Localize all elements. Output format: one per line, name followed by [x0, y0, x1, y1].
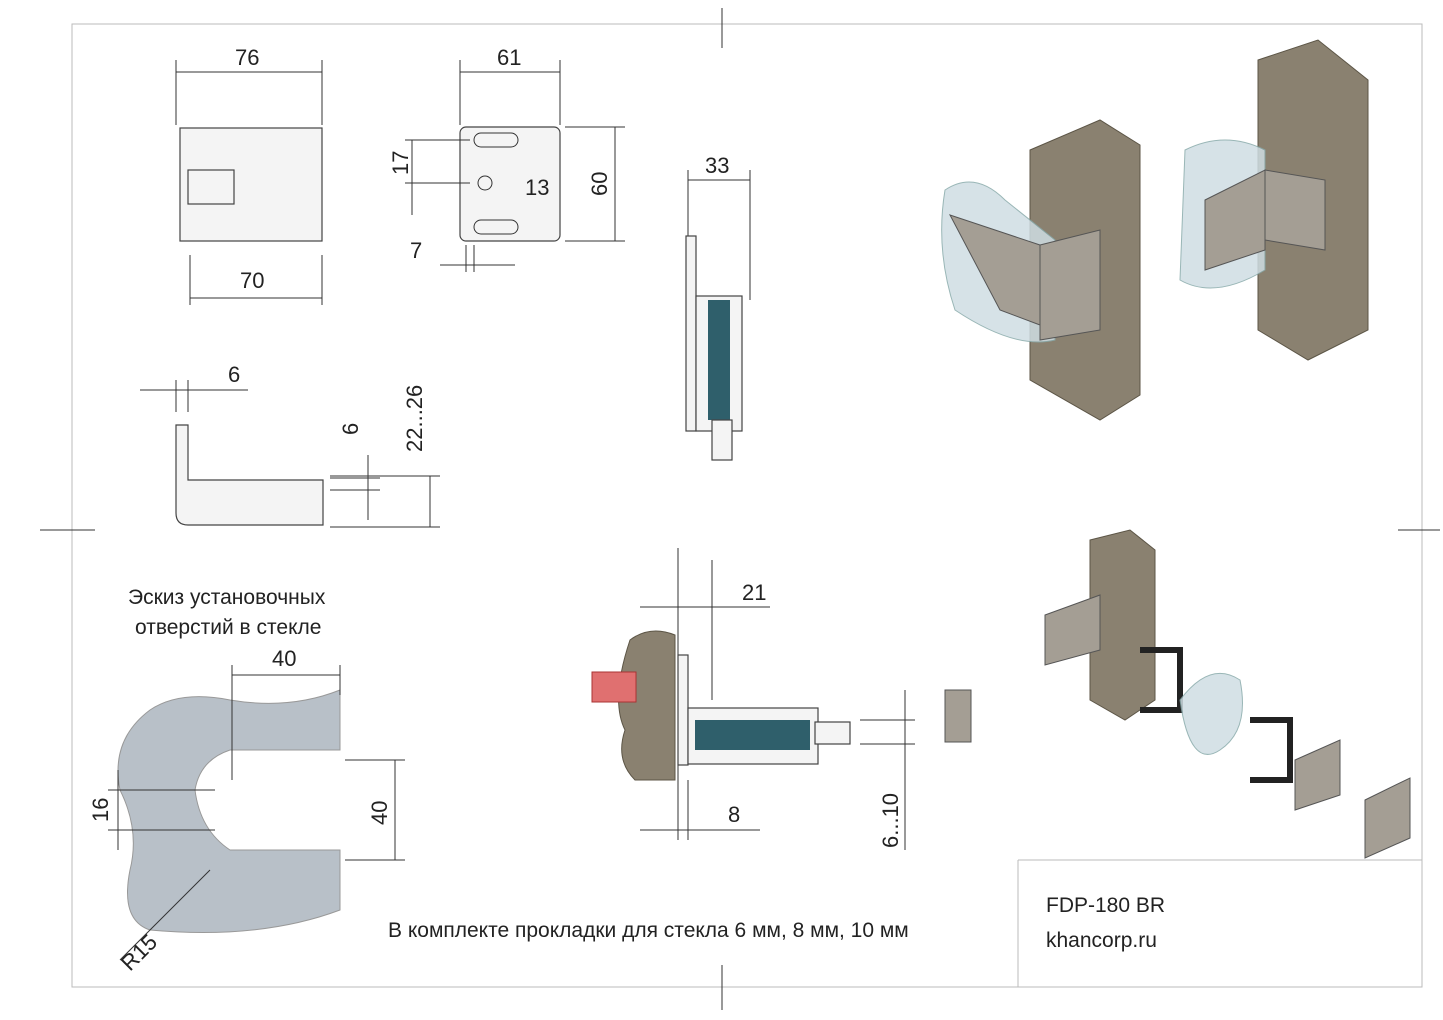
dim-16: 16	[88, 798, 113, 822]
plate-view: 61 17 13 60 7	[388, 45, 625, 272]
dim-13: 13	[525, 175, 549, 200]
dim-6-side: 6	[228, 362, 240, 387]
dim-6-10: 6...10	[878, 793, 903, 848]
website: khancorp.ru	[1046, 929, 1157, 952]
dim-33: 33	[705, 153, 729, 178]
bottom-view: 6 6 22...26	[140, 362, 440, 528]
title-block: FDP-180 BR khancorp.ru	[1017, 859, 1422, 987]
kit-note: В комплекте прокладки для стекла 6 мм, 8…	[388, 919, 909, 942]
dim-40-width: 40	[272, 646, 296, 671]
dim-40-height: 40	[367, 801, 392, 825]
dim-61: 61	[497, 45, 521, 70]
sketch-caption-line1: Эскиз установочных	[128, 586, 326, 609]
side-view: 33	[685, 153, 751, 461]
section-view: 21 8 6...10	[591, 548, 915, 850]
model-code: FDP-180 BR	[1046, 894, 1165, 917]
dim-8: 8	[728, 802, 740, 827]
dim-70: 70	[240, 268, 264, 293]
dim-60: 60	[587, 172, 612, 196]
dim-22-26: 22...26	[402, 385, 427, 452]
dim-r15: R15	[116, 929, 162, 975]
isometric-installed-view	[941, 39, 1369, 421]
dim-17: 17	[388, 151, 413, 175]
exploded-view	[944, 529, 1411, 859]
dim-7: 7	[410, 238, 422, 263]
glass-cutout-sketch: Эскиз установочных отверстий в стекле 40…	[88, 586, 405, 976]
dim-21: 21	[742, 580, 766, 605]
dim-6-gap: 6	[338, 423, 363, 435]
center-marks	[40, 8, 1440, 1010]
sheet-border	[71, 23, 1423, 988]
dim-76: 76	[235, 45, 259, 70]
front-view: 76 70	[175, 45, 323, 305]
sketch-caption-line2: отверстий в стекле	[135, 616, 321, 639]
